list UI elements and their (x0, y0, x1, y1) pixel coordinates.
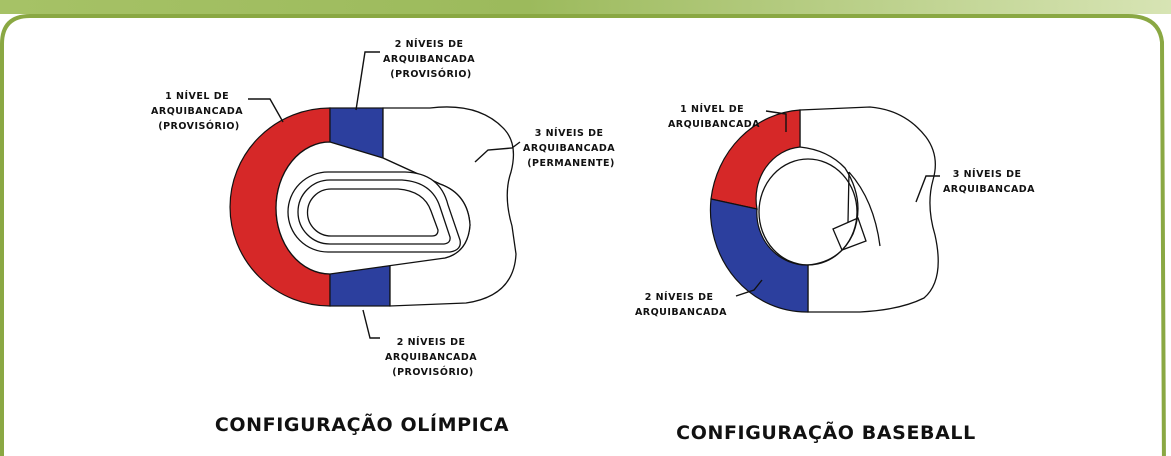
baseball-2-levels-blue (709, 198, 809, 313)
olympic-configuration: 2 NÍVEIS DE ARQUIBANCADA (PROVISÓRIO) 1 … (151, 38, 619, 436)
olympic-bottom-callout (362, 309, 380, 339)
olympic-top-callout (355, 51, 380, 111)
olympic-title: CONFIGURAÇÃO OLÍMPICA (215, 412, 509, 436)
baseball-top-callout (765, 110, 787, 132)
frame-border (0, 14, 1166, 456)
olympic-label-right: 3 NÍVEIS DE ARQUIBANCADA (PERMANENTE) (523, 127, 619, 169)
baseball-label-bottom: 2 NÍVEIS DE ARQUIBANCADA (635, 291, 727, 318)
olympic-label-left: 1 NÍVEL DE ARQUIBANCADA (PROVISÓRIO) (151, 90, 247, 132)
baseball-foul-line (847, 171, 881, 247)
baseball-label-top: 1 NÍVEL DE ARQUIBANCADA (668, 103, 760, 130)
olympic-field (306, 188, 439, 237)
baseball-diamond (832, 217, 867, 251)
olympic-label-top: 2 NÍVEIS DE ARQUIBANCADA (PROVISÓRIO) (383, 38, 479, 80)
baseball-label-right: 3 NÍVEIS DE ARQUIBANCADA (943, 168, 1035, 195)
baseball-bottom-callout (735, 279, 763, 297)
olympic-label-bottom: 2 NÍVEIS DE ARQUIBANCADA (PROVISÓRIO) (385, 336, 481, 378)
baseball-permanent-3-levels-white (799, 106, 939, 313)
olympic-right-callout (474, 141, 521, 163)
baseball-configuration: 1 NÍVEL DE ARQUIBANCADA 3 NÍVEIS DE ARQU… (635, 103, 1035, 444)
baseball-right-callout (915, 175, 940, 203)
baseball-title: CONFIGURAÇÃO BASEBALL (676, 420, 976, 444)
olympic-left-callout (248, 98, 284, 123)
header-bar (0, 0, 1171, 14)
baseball-field-circle (758, 158, 858, 266)
